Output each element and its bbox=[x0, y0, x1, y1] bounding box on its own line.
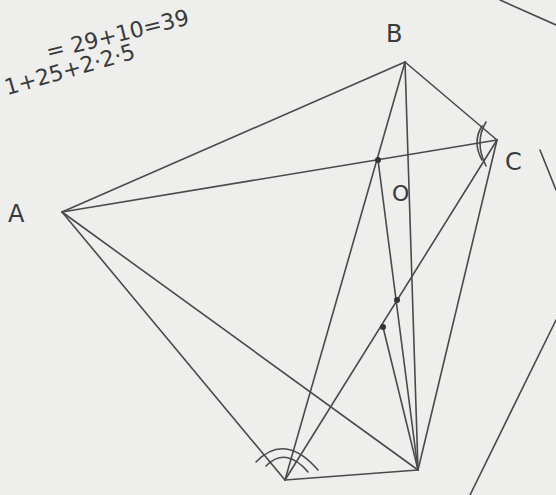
point-label: A bbox=[8, 202, 24, 226]
point-label: O bbox=[392, 183, 409, 205]
point-label: B bbox=[386, 22, 402, 46]
point-label: C bbox=[505, 150, 522, 174]
